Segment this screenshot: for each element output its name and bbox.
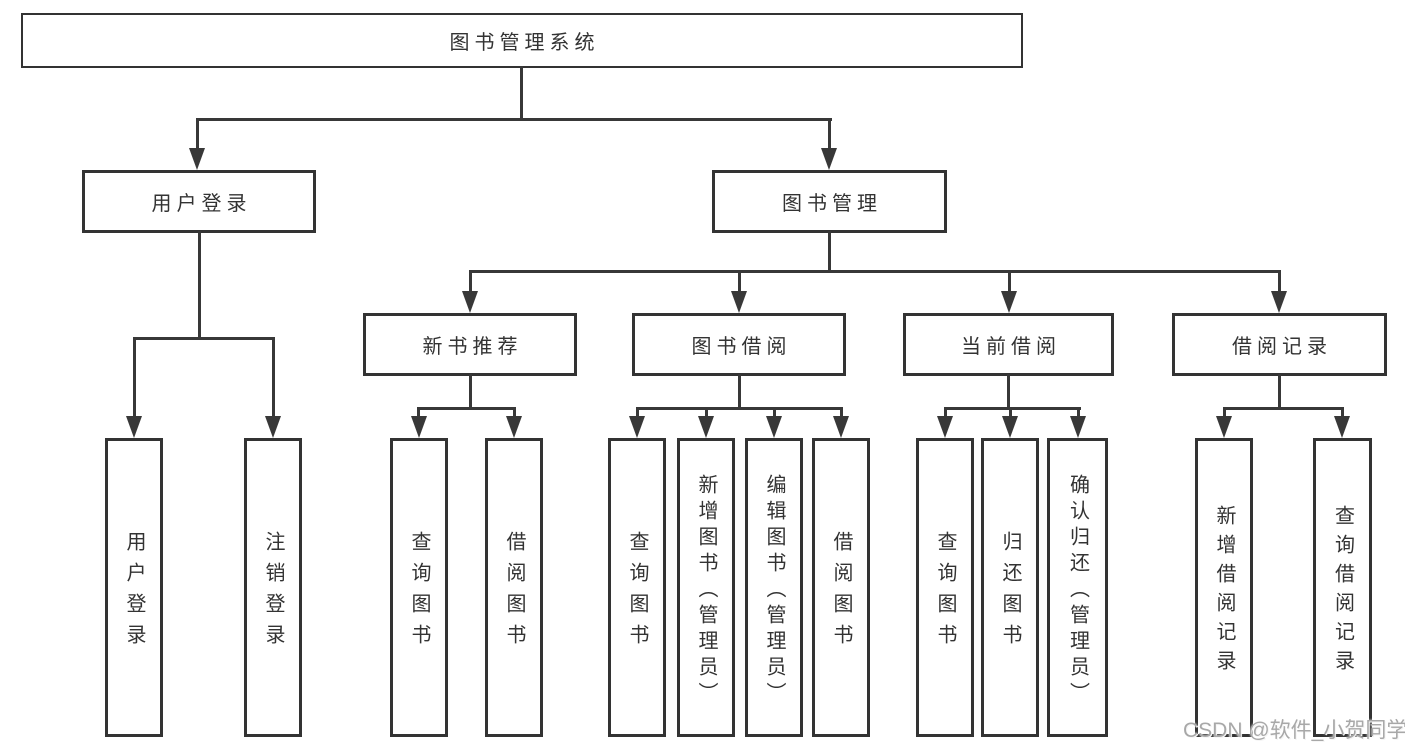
node-label: 新增借阅记录 <box>1213 505 1235 679</box>
arrow-down <box>731 291 747 313</box>
leaf-borrow-book-recommend: 借阅图书 <box>485 438 543 737</box>
connector-current-hline <box>944 407 1081 410</box>
node-label: 新增图书（管理员） <box>695 473 717 708</box>
node-label: 确认归还（管理员） <box>1066 473 1089 708</box>
leaf-add-borrow-record: 新增借阅记录 <box>1195 438 1253 737</box>
arrow-down <box>937 416 953 438</box>
node-label: 查询图书 <box>626 531 648 655</box>
connector-recommend-stem <box>469 374 472 409</box>
arrow-down <box>1216 416 1232 438</box>
connector-borrow-hline <box>636 407 843 410</box>
node-library-management-system: 图书管理系统 <box>21 13 1023 68</box>
node-label: 图书管理 <box>782 193 882 215</box>
arrow-down <box>1271 291 1287 313</box>
connector-borrow-drop-1 <box>636 407 639 419</box>
connector-bookmgmt-drop-1 <box>469 270 472 294</box>
node-book-management: 图书管理 <box>712 170 947 233</box>
connector-borrow-stem <box>738 374 741 409</box>
connector-current-stem <box>1007 374 1010 409</box>
node-label: 查询借阅记录 <box>1331 505 1354 679</box>
node-label: 借阅图书 <box>830 531 852 655</box>
leaf-user-login: 用户登录 <box>105 438 163 737</box>
leaf-query-book-current: 查询图书 <box>916 438 974 737</box>
leaf-query-book-recommend: 查询图书 <box>390 438 448 737</box>
arrow-down <box>833 416 849 438</box>
connector-recommend-drop-1 <box>417 407 420 419</box>
arrow-down <box>698 416 714 438</box>
connector-root-drop-right <box>828 118 831 152</box>
arrow-down <box>265 416 281 438</box>
node-label: 当前借阅 <box>961 336 1061 358</box>
connector-bookmgmt-hline <box>469 270 1281 273</box>
connector-root-drop-left <box>196 118 199 152</box>
arrow-down <box>629 416 645 438</box>
node-label: 查询图书 <box>408 531 430 655</box>
node-user-login: 用户登录 <box>82 170 316 233</box>
connector-borrow-drop-2 <box>705 407 708 419</box>
arrow-down <box>766 416 782 438</box>
node-new-book-recommend: 新书推荐 <box>363 313 577 376</box>
connector-records-hline <box>1223 407 1344 410</box>
connector-root-stem <box>520 66 523 120</box>
arrow-down <box>1001 291 1017 313</box>
node-label: 用户登录 <box>123 531 145 655</box>
leaf-query-borrow-record: 查询借阅记录 <box>1313 438 1372 737</box>
leaf-edit-book-admin: 编辑图书（管理员） <box>745 438 803 737</box>
node-label: 用户登录 <box>151 193 252 215</box>
connector-bookmgmt-drop-2 <box>738 270 741 294</box>
connector-records-stem <box>1278 374 1281 409</box>
node-current-borrow: 当前借阅 <box>903 313 1114 376</box>
node-label: 编辑图书（管理员） <box>763 473 785 708</box>
connector-records-drop-2 <box>1341 407 1344 419</box>
leaf-return-book: 归还图书 <box>981 438 1039 737</box>
arrow-down <box>189 148 205 170</box>
connector-recommend-hline <box>417 407 516 410</box>
arrow-down <box>126 416 142 438</box>
node-book-borrow: 图书借阅 <box>632 313 846 376</box>
arrow-down <box>821 148 837 170</box>
arrow-down <box>506 416 522 438</box>
arrow-down <box>462 291 478 313</box>
leaf-add-book-admin: 新增图书（管理员） <box>677 438 735 737</box>
leaf-borrow-book-borrow: 借阅图书 <box>812 438 870 737</box>
connector-current-drop-2 <box>1009 407 1012 419</box>
connector-bookmgmt-stem <box>828 231 831 272</box>
arrow-down <box>1070 416 1086 438</box>
connector-bookmgmt-drop-3 <box>1008 270 1011 294</box>
node-label: 借阅记录 <box>1232 336 1332 358</box>
connector-bookmgmt-drop-4 <box>1278 270 1281 294</box>
connector-recommend-drop-2 <box>513 407 516 419</box>
connector-borrow-drop-4 <box>840 407 843 419</box>
leaf-query-book-borrow: 查询图书 <box>608 438 666 737</box>
arrow-down <box>411 416 427 438</box>
connector-userlogin-drop-right <box>272 337 275 420</box>
connector-root-hline <box>196 118 832 121</box>
leaf-logout: 注销登录 <box>244 438 302 737</box>
connector-userlogin-hline <box>133 337 275 340</box>
node-label: 查询图书 <box>934 531 956 655</box>
node-label: 图书借阅 <box>691 336 792 358</box>
node-label: 图书管理系统 <box>449 32 600 54</box>
node-label: 借阅图书 <box>503 531 525 655</box>
connector-current-drop-1 <box>944 407 947 419</box>
node-label: 归还图书 <box>999 531 1021 655</box>
connector-borrow-drop-3 <box>773 407 776 419</box>
node-label: 新书推荐 <box>422 336 523 358</box>
connector-current-drop-3 <box>1077 407 1080 419</box>
node-label: 注销登录 <box>262 531 284 655</box>
arrow-down <box>1334 416 1350 438</box>
leaf-confirm-return-admin: 确认归还（管理员） <box>1047 438 1108 737</box>
connector-userlogin-drop-left <box>133 337 136 420</box>
connector-userlogin-stem <box>198 231 201 339</box>
arrow-down <box>1002 416 1018 438</box>
node-borrow-records: 借阅记录 <box>1172 313 1387 376</box>
connector-records-drop-1 <box>1223 407 1226 419</box>
